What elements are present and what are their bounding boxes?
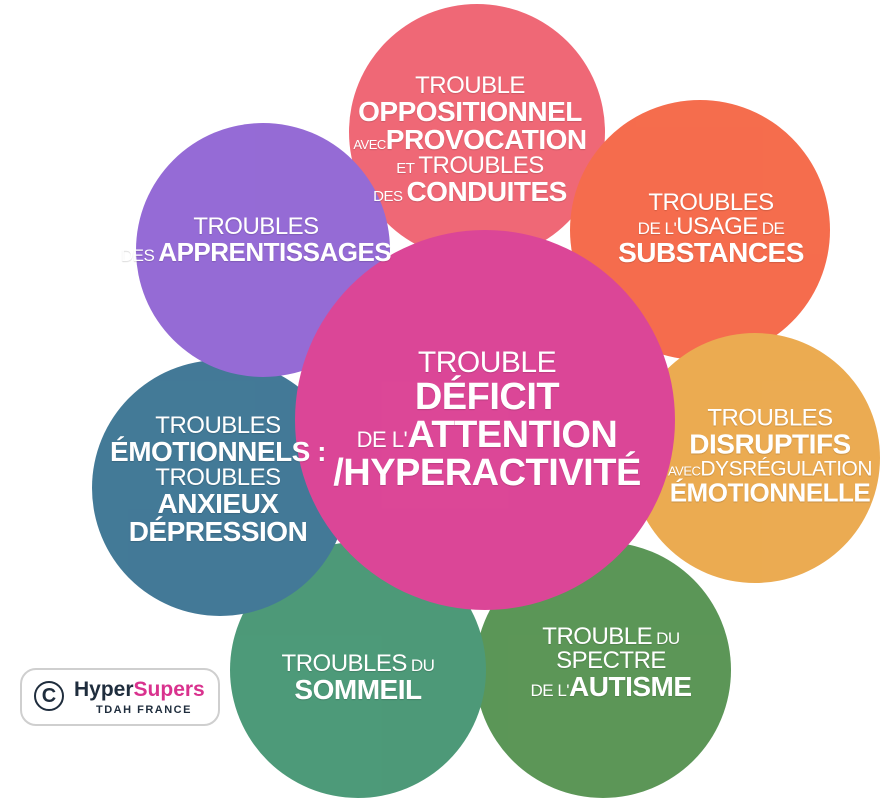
opposition-line-1: TROUBLE <box>415 72 525 99</box>
label-autisme: TROUBLE DU SPECTRE DE L'AUTISME <box>530 623 692 702</box>
emotionnels-line-4: ANXIEUX <box>157 488 279 519</box>
autisme-line-3a: DE L' <box>530 681 570 700</box>
apprentissages-line-2b: APPRENTISSAGES <box>158 237 392 267</box>
opposition-line-3b: PROVOCATION <box>385 124 587 155</box>
label-substances: TROUBLES DE L'USAGE DE SUBSTANCES <box>618 191 804 267</box>
disruptifs-line-4: ÉMOTIONNELLE <box>669 477 871 508</box>
substances-line-1: TROUBLES <box>648 189 774 216</box>
circle-opposition <box>349 4 605 260</box>
logo-brand: HyperSupers <box>74 678 205 702</box>
opposition-line-5b: CONDUITES <box>406 176 567 207</box>
logo-brand-part2: Supers <box>133 678 205 701</box>
sommeil-line-1a: TROUBLES <box>281 650 408 677</box>
opposition-line-4a: ET <box>396 160 415 177</box>
logo-brand-part1: Hyper <box>74 678 134 701</box>
opposition-line-3a: AVEC <box>353 137 386 152</box>
circle-substances <box>570 100 830 360</box>
label-disruptifs: TROUBLES DISRUPTIFS AVECDYSRÉGULATION ÉM… <box>667 404 873 508</box>
substances-line-3: SUBSTANCES <box>618 237 804 268</box>
apprentissages-line-1: TROUBLES <box>193 213 319 240</box>
circle-emotionnels <box>92 360 348 616</box>
circle-tdah-center <box>295 230 675 610</box>
opposition-line-4b: TROUBLES <box>418 152 544 179</box>
label-sommeil: TROUBLES DU SOMMEIL <box>282 652 435 704</box>
disruptifs-line-2: DISRUPTIFS <box>689 428 851 460</box>
tdah-line-1: TROUBLE <box>417 346 557 379</box>
label-apprentissages: TROUBLES DES APPRENTISSAGES <box>120 213 392 267</box>
tdah-line-3b: ATTENTION <box>407 414 618 456</box>
autisme-line-2: SPECTRE <box>556 647 666 674</box>
autisme-line-3b: AUTISME <box>569 671 692 702</box>
substances-line-2b: USAGE <box>676 213 758 240</box>
circle-apprentissages <box>136 123 390 377</box>
disruptifs-line-3b: DYSRÉGULATION <box>700 457 873 481</box>
tdah-line-3a: DE L' <box>356 427 408 452</box>
autisme-line-1b: DU <box>656 629 680 648</box>
sommeil-line-1b: DU <box>410 656 435 675</box>
opposition-line-5a: DES <box>373 188 403 205</box>
hypersupers-logo: C HyperSupers TDAH FRANCE <box>20 668 220 726</box>
disruptifs-line-1: TROUBLES <box>707 404 833 432</box>
tdah-line-4: /HYPERACTIVITÉ <box>333 452 641 494</box>
opposition-line-2: OPPOSITIONNEL <box>358 96 582 127</box>
logo-subtitle: TDAH FRANCE <box>96 704 192 716</box>
emotionnels-line-1: TROUBLES <box>155 412 281 439</box>
circle-sommeil <box>230 542 486 798</box>
label-opposition: TROUBLE OPPOSITIONNEL AVECPROVOCATION ET… <box>353 72 587 207</box>
circle-disruptifs <box>630 333 880 583</box>
emotionnels-line-3: TROUBLES <box>155 464 281 491</box>
circle-autisme <box>475 542 731 798</box>
apprentissages-line-2a: DES <box>120 246 155 265</box>
copyright-icon: C <box>34 681 64 711</box>
emotionnels-line-2: ÉMOTIONNELS : <box>110 436 326 467</box>
sommeil-line-2: SOMMEIL <box>294 674 422 705</box>
label-emotionnels: TROUBLES ÉMOTIONNELS : TROUBLES ANXIEUX … <box>110 414 326 546</box>
autisme-line-1a: TROUBLE <box>542 623 653 650</box>
disruptifs-line-3a: AVEC <box>667 463 701 479</box>
label-tdah: TROUBLE DÉFICIT DE L'ATTENTION /HYPERACT… <box>333 346 641 494</box>
emotionnels-line-5: DÉPRESSION <box>128 516 308 547</box>
substances-line-2c: DE <box>761 219 785 238</box>
substances-line-2a: DE L' <box>637 219 677 238</box>
tdah-line-2: DÉFICIT <box>414 376 560 418</box>
